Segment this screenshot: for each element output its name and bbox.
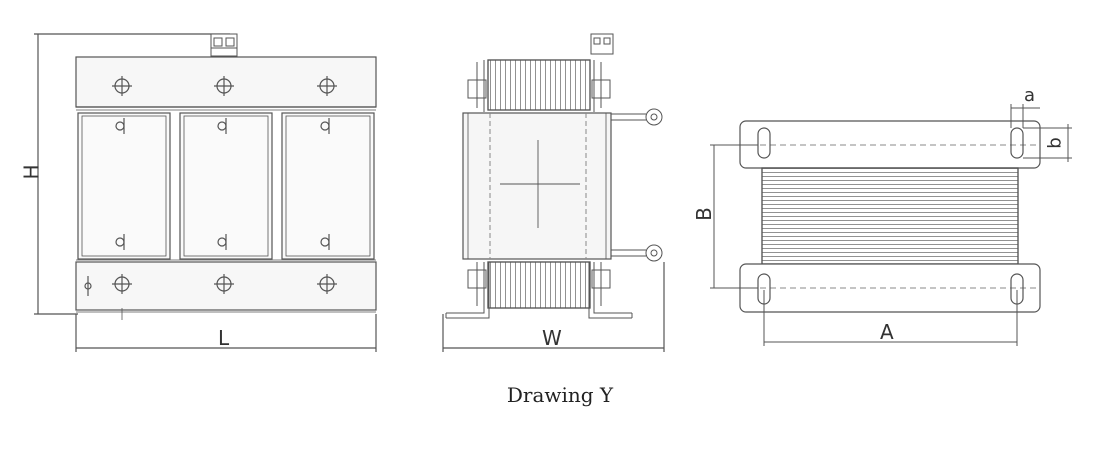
terminal-block — [210, 33, 238, 57]
side-core-body — [462, 112, 612, 260]
coil-center — [179, 112, 273, 260]
side-mounting-feet — [445, 262, 633, 319]
top-yoke — [75, 56, 377, 108]
side-bottom-clamp — [467, 262, 611, 306]
slot-width-dimension-line — [1010, 104, 1040, 128]
mount-depth-label: B — [691, 207, 716, 221]
bottom-yoke-bolts — [84, 274, 337, 296]
top-view — [710, 104, 1072, 346]
height-dimension-line — [34, 33, 230, 315]
lead-wire-top — [611, 108, 663, 126]
width-label: W — [542, 326, 562, 350]
mount-spacing-label: A — [880, 320, 894, 344]
top-view-fins — [761, 167, 1019, 265]
side-bottom-fins — [487, 261, 591, 309]
side-view — [442, 33, 665, 352]
side-top-clamp — [467, 60, 611, 112]
coil-left — [77, 112, 171, 260]
drawing-caption: Drawing Y — [506, 383, 614, 407]
side-top-fins — [487, 59, 591, 111]
bottom-yoke — [75, 261, 377, 311]
width-dimension-line — [442, 262, 665, 352]
length-label: L — [218, 326, 230, 350]
mount-spacing-dimension-line — [763, 290, 1018, 346]
length-dimension-line — [75, 314, 377, 352]
side-terminal-block — [590, 33, 614, 55]
lead-wire-bottom — [611, 244, 663, 262]
top-yoke-bolts — [112, 76, 337, 96]
front-view — [34, 33, 377, 352]
slot-length-label: b — [1044, 137, 1066, 149]
mount-depth-dimension-line — [710, 144, 758, 289]
slot-width-label: a — [1024, 85, 1036, 106]
height-label: H — [19, 164, 44, 180]
slot-length-dimension-line — [1023, 124, 1072, 162]
coil-right — [281, 112, 375, 260]
